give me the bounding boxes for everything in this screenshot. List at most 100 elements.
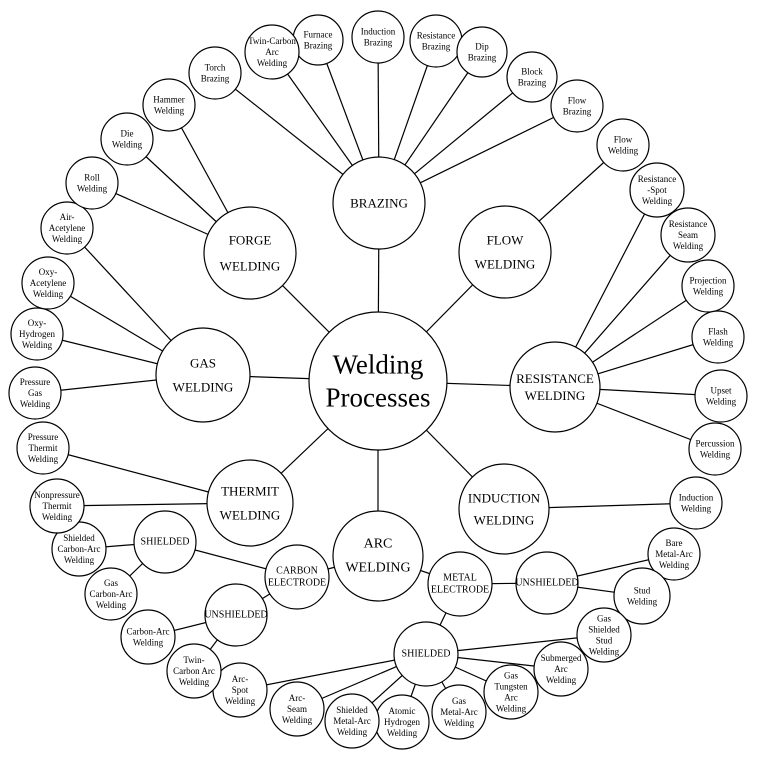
stud-welding-label-line: Stud [634,586,651,596]
resistance-circle [509,341,601,433]
oxy-acetylene-welding-circle [21,256,75,310]
oxy-acetylene-welding-label-line: Oxy- [39,267,58,277]
resistance-spot-welding-label-line: -Spot [647,185,667,195]
flow-label-line: WELDING [475,257,536,272]
metal-electrode-label-line: ELECTRODE [431,585,489,596]
node-metal-unshielded: UNSHIELDED [515,551,579,615]
gas-carbon-arc-welding-label-line: Gas [104,578,118,588]
shielded-carbon-arc-welding-label-line: Welding [64,555,95,565]
nonpressure-thermit-welding-label-line: Thermit [43,501,72,511]
gas-shielded-stud-welding-label-line: Gas [597,614,611,624]
submerged-arc-welding-label-line: Submerged [541,653,582,663]
metal-shielded-label-line: SHIELDED [402,649,451,660]
hammer-welding-label-line: Welding [154,106,185,116]
pressure-thermit-welding-label-line: Welding [28,454,59,464]
resistance-seam-welding-circle [660,207,716,263]
submerged-arc-welding-circle [533,641,589,697]
gas-tungsten-arc-welding-label-line: Arc [504,693,518,703]
metal-unshielded-circle [515,551,579,615]
arc-seam-welding-label-line: Welding [282,715,313,725]
torch-brazing-label-line: Brazing [201,74,230,84]
hammer-welding-label-line: Hammer [153,95,185,105]
metal-electrode-label-line: METAL [443,573,477,584]
gas-shielded-stud-welding-label-line: Shielded [588,625,620,635]
resistance-seam-welding-label-line: Resistance [669,219,708,229]
bare-metal-arc-welding-label-line: Metal-Arc [655,549,692,559]
atomic-hydrogen-welding-label-line: Atomic [389,706,416,716]
gas-label-line: WELDING [173,380,234,395]
air-acetylene-welding-label-line: Acetylene [49,223,85,233]
pressure-thermit-welding-label-line: Pressure [28,432,59,442]
carbon-electrode-label-line: ELECTRODE [268,578,326,589]
air-acetylene-welding-label-line: Air- [60,212,75,222]
oxy-acetylene-welding-label-line: Acetylene [30,278,66,288]
dip-brazing-label-line: Dip [475,42,489,52]
metal-unshielded-label-line: UNSHIELDED [515,578,578,589]
twin-carbon-arc-welding-top-label-line: Welding [257,58,288,68]
resistance-seam-welding-label-line: Welding [673,241,704,251]
pressure-gas-welding-label-line: Gas [28,388,42,398]
arc-seam-welding-circle [269,681,325,737]
twin-carbon-arc-welding-top-circle [244,24,300,80]
gas-tungsten-arc-welding-circle [483,664,539,720]
gas-metal-arc-welding-circle [431,684,487,740]
flash-welding-circle [691,310,745,364]
submerged-arc-welding-label-line: Welding [546,675,577,685]
carbon-shielded-circle [133,510,197,574]
pressure-gas-welding-label-line: Welding [20,399,51,409]
projection-welding-label-line: Projection [690,276,727,286]
metal-electrode-circle [427,551,493,617]
block-brazing-label-line: Brazing [518,78,547,88]
air-acetylene-welding-label-line: Welding [52,234,83,244]
twin-carbon-arc-welding-circle [166,643,222,699]
carbon-electrode-label-line: CARBON [276,566,318,577]
root-label-line: Welding [333,350,424,380]
arc-label-line: WELDING [345,561,410,576]
oxy-hydrogen-welding-label-line: Welding [22,340,53,350]
resistance-seam-welding-label-line: Seam [678,230,698,240]
flow-label-line: FLOW [487,233,525,248]
carbon-unshielded-circle [204,583,268,647]
gas-shielded-stud-welding-label-line: Welding [589,647,620,657]
pressure-gas-welding-label-line: Pressure [20,377,51,387]
resistance-brazing-label-line: Brazing [422,42,451,52]
resistance-spot-welding-circle [629,162,685,218]
flash-welding-label-line: Welding [703,338,734,348]
gas-metal-arc-welding-label-line: Metal-Arc [440,707,477,717]
node-flow: FLOW WELDING [458,205,552,299]
flow-welding-label-line: Welding [608,146,639,156]
oxy-acetylene-welding-label-line: Welding [33,289,64,299]
stud-welding-label-line: Welding [627,597,658,607]
arc-label-line: ARC [364,537,393,552]
torch-brazing-label-line: Torch [205,63,226,73]
atomic-hydrogen-welding-label-line: Hydrogen [384,717,420,727]
arc-spot-welding-label-line: Welding [225,696,256,706]
brazing-circle [332,156,426,250]
oxy-hydrogen-welding-label-line: Oxy- [28,318,47,328]
block-brazing-circle [506,51,558,103]
projection-welding-circle [681,259,735,313]
percussion-welding-label-line: Welding [700,450,731,460]
resistance-brazing-label-line: Resistance [417,31,456,41]
